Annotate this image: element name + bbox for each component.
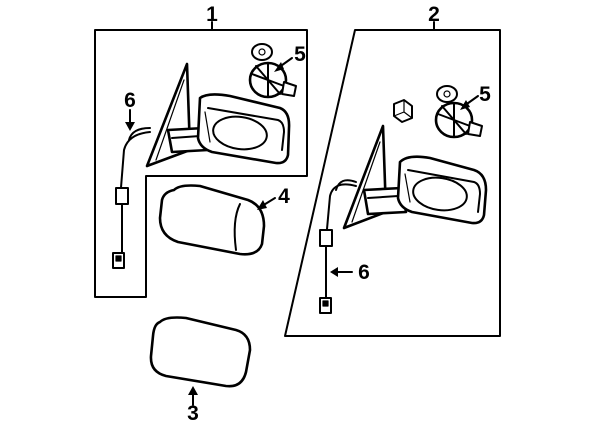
callout-6-left: 6	[124, 89, 136, 112]
mirror-cover	[158, 184, 266, 256]
left-mirror-assembly	[145, 62, 291, 168]
callout-5-left: 5	[294, 43, 306, 66]
callout-5-right: 5	[479, 83, 491, 106]
callout-6-right: 6	[358, 261, 370, 284]
mirror-glass	[149, 316, 252, 388]
callout-1: 1	[206, 3, 218, 26]
left-wiring-harness	[112, 127, 151, 269]
callout-4: 4	[278, 185, 290, 208]
left-assembly-box	[94, 21, 308, 298]
left-mirror-motor	[248, 43, 297, 99]
callout-2: 2	[428, 3, 440, 26]
right-assembly-box	[284, 21, 501, 337]
callout-leaders	[125, 57, 479, 406]
right-wiring-harness	[319, 179, 357, 314]
callout-3: 3	[187, 402, 199, 425]
right-mirror-assembly	[342, 124, 488, 230]
right-mirror-motor	[393, 85, 483, 139]
